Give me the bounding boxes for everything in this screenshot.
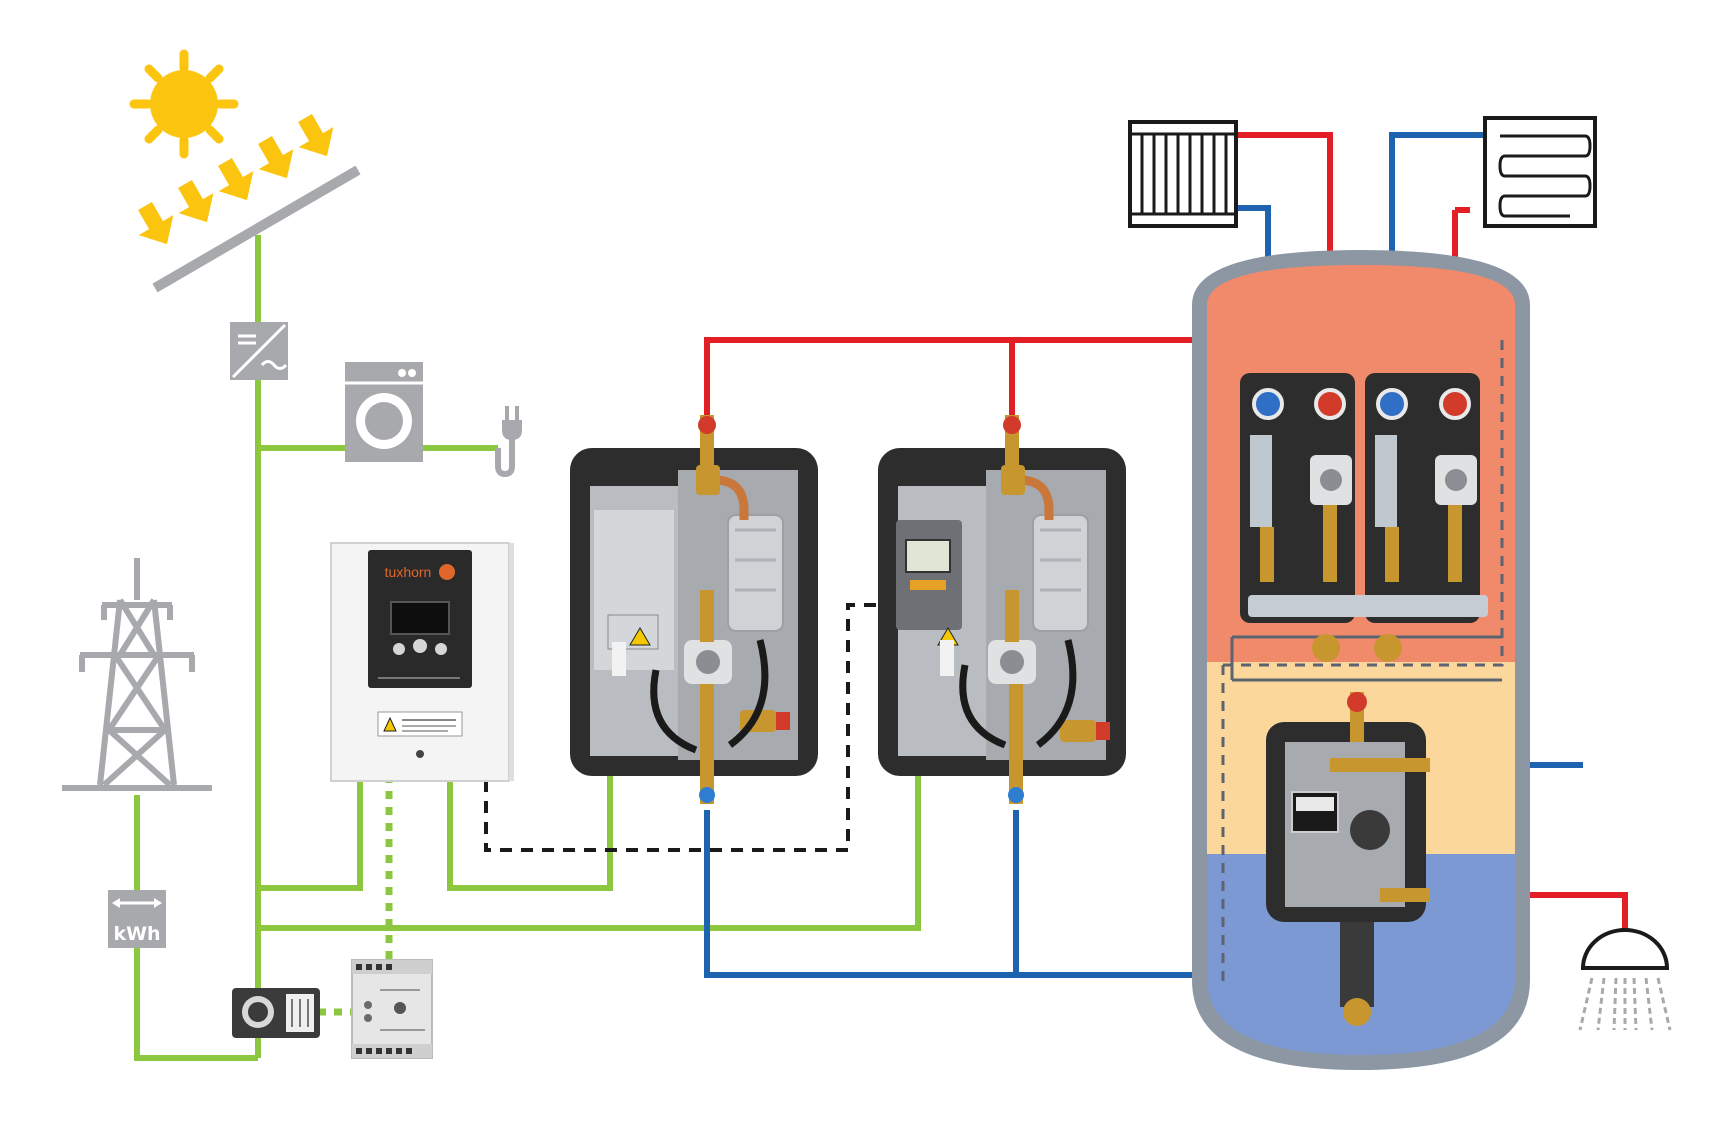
power-pylon-icon <box>62 558 212 791</box>
heat-station-2 <box>878 415 1126 804</box>
current-clamp-icon <box>232 988 320 1038</box>
controller-button-right <box>435 643 447 655</box>
thermometer-blue-2 <box>1376 388 1408 420</box>
radiator-icon <box>1128 120 1238 228</box>
solar-panel-icon <box>152 165 361 293</box>
controller-button-ok <box>413 639 427 653</box>
heat-station-1 <box>570 415 818 804</box>
station-2-controller <box>896 520 962 630</box>
washing-machine-icon <box>345 362 423 462</box>
brand-label: tuxhorn <box>385 564 432 580</box>
electric-lines <box>134 235 921 1061</box>
power-plug-icon <box>495 406 522 478</box>
inverter-icon <box>230 322 288 380</box>
shower-icon <box>1578 928 1672 1031</box>
meter-unit-label: kWh <box>113 923 160 945</box>
fresh-water-station <box>1266 692 1430 1026</box>
control-module-icon <box>351 959 433 1059</box>
thermometer-red-1 <box>1314 388 1346 420</box>
controller-display <box>390 601 450 635</box>
heating-circuit-groups <box>1240 373 1488 662</box>
floor-heating-icon <box>1483 116 1597 228</box>
control-line-dashed <box>484 603 878 852</box>
energy-meter-icon: kWh <box>108 890 166 948</box>
controller-button-left <box>393 643 405 655</box>
thermometer-red-2 <box>1439 388 1471 420</box>
brand-logo-icon <box>439 564 455 580</box>
sunlight-arrows <box>138 114 334 245</box>
sun-icon <box>129 49 239 159</box>
thermometer-blue-1 <box>1252 388 1284 420</box>
tuxhorn-controller: tuxhorn <box>330 542 514 782</box>
